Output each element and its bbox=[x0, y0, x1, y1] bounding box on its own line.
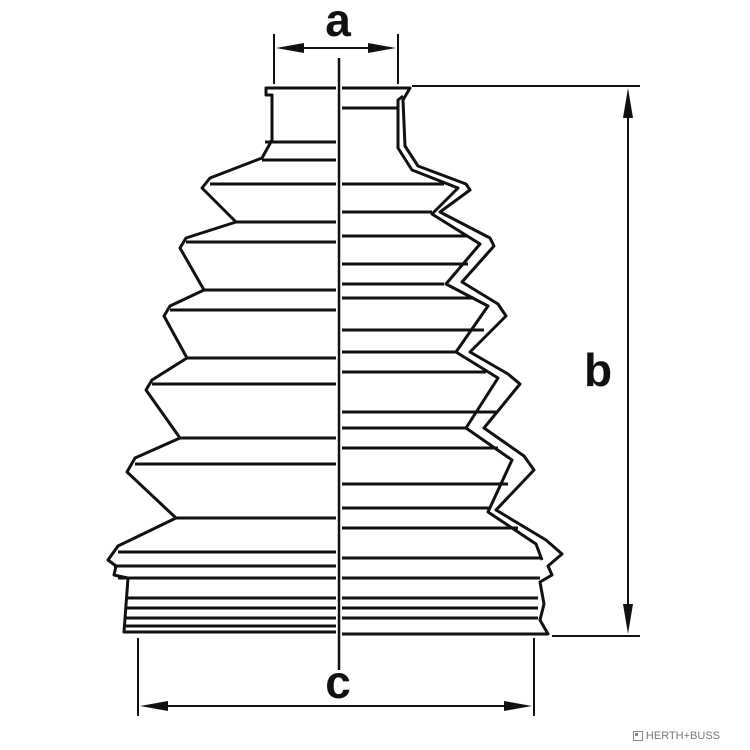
brand-watermark: HERTH+BUSS bbox=[632, 730, 720, 742]
boot-left-section bbox=[106, 86, 336, 634]
brand-logo-icon bbox=[632, 731, 643, 741]
dimension-label-b: b bbox=[584, 344, 612, 396]
boot-right-section bbox=[342, 86, 564, 636]
brand-name: HERTH+BUSS bbox=[645, 730, 720, 742]
dimension-c bbox=[137, 638, 535, 716]
dimension-b bbox=[412, 85, 640, 637]
dimension-a bbox=[273, 34, 399, 84]
dimension-label-c: c bbox=[325, 656, 351, 708]
dimension-label-a: a bbox=[325, 0, 351, 46]
